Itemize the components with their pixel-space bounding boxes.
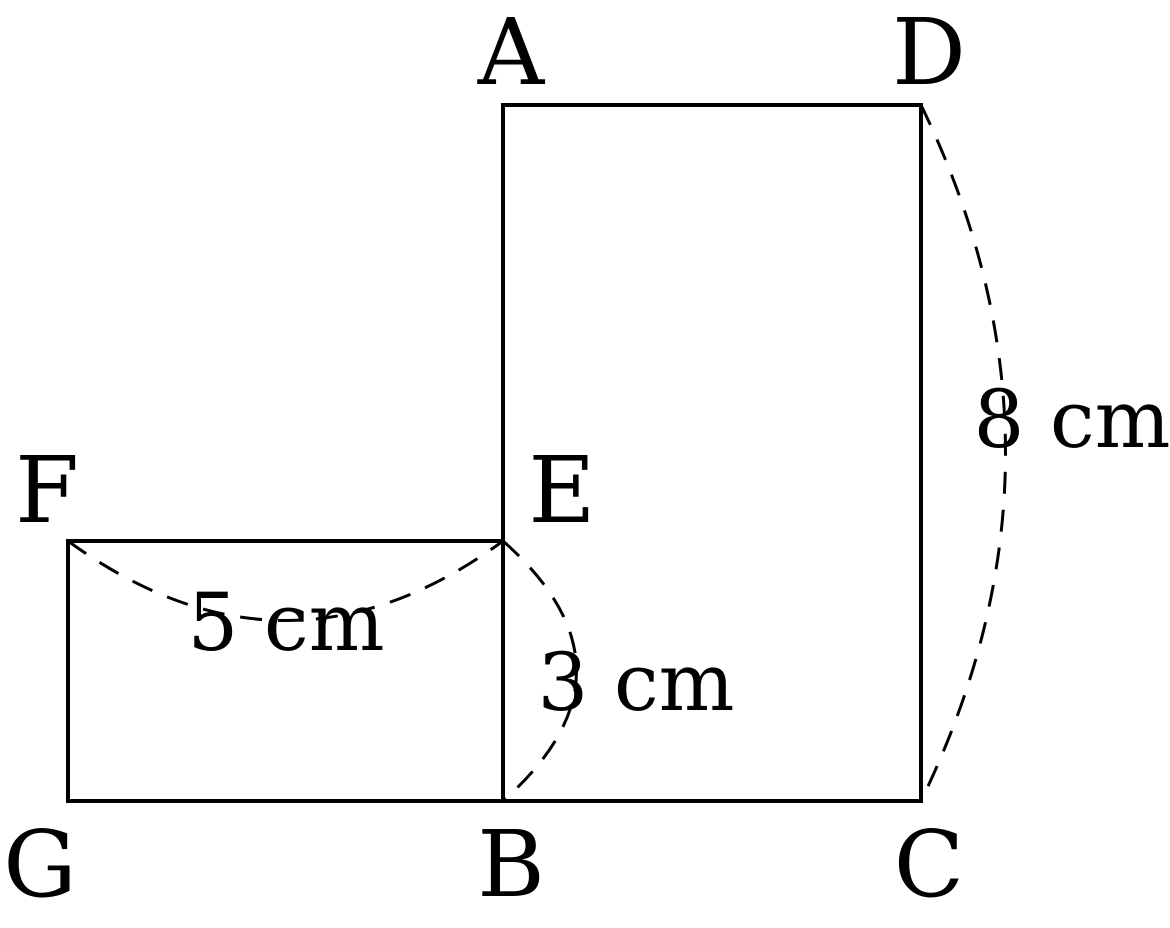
point-label-c: C: [894, 811, 964, 918]
point-label-d: D: [892, 0, 966, 106]
point-label-e: E: [528, 437, 595, 544]
dimension-arc-eb: [502, 539, 578, 803]
length-label-fe: 5 cm: [188, 576, 385, 669]
point-label-g: G: [3, 811, 77, 918]
length-label-eb: 3 cm: [538, 636, 735, 729]
rectangle-febg: [66, 539, 505, 803]
length-label-dc: 8 cm: [974, 373, 1170, 466]
dimension-arc-dc: [919, 104, 1007, 802]
point-label-a: A: [477, 0, 546, 106]
rectangle-abcd: [501, 103, 923, 803]
dimension-arc-fe: [67, 539, 504, 622]
point-label-b: B: [477, 811, 545, 918]
point-label-f: F: [15, 437, 79, 544]
